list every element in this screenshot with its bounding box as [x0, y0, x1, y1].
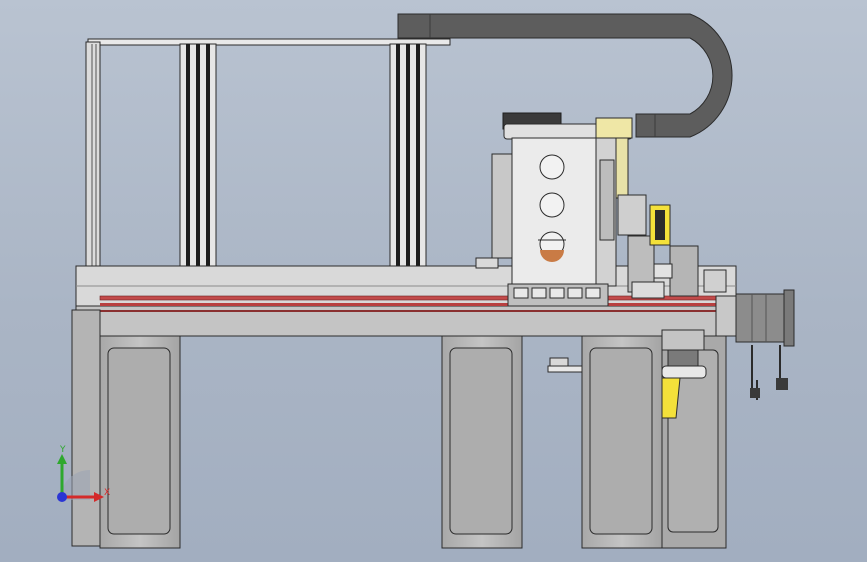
leg-left-outer: [71, 309, 101, 547]
handle-lever: [547, 357, 583, 373]
side-mechanism: [627, 204, 727, 299]
lower-spindle: [661, 329, 707, 419]
triad-y-label: Y: [59, 445, 66, 455]
base-table: [75, 265, 737, 337]
cable-chain: [397, 13, 733, 138]
leg-middle: [441, 335, 523, 549]
leg-left: [99, 335, 181, 549]
triad-x-label: X: [104, 488, 110, 498]
carriage-housing: [491, 112, 647, 287]
leg-right: [581, 335, 663, 549]
clamp-row: [475, 257, 609, 307]
coordinate-triad: Y X: [57, 445, 110, 502]
servo-motor: [715, 289, 795, 400]
